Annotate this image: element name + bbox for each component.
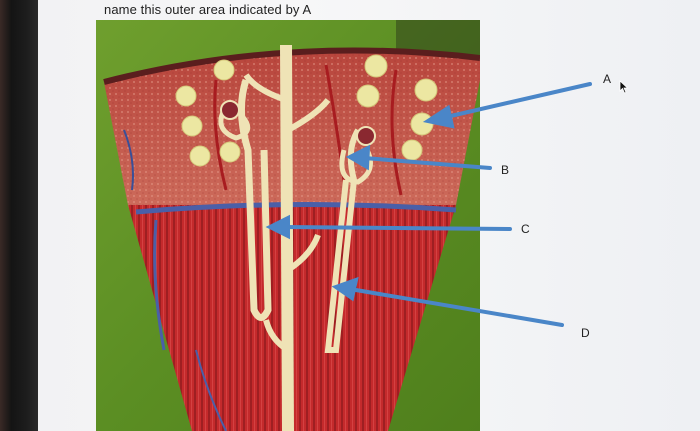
kidney-model-photo xyxy=(96,20,480,431)
label-c: C xyxy=(521,222,530,236)
label-d: D xyxy=(581,326,590,340)
label-b: B xyxy=(501,163,510,177)
question-text: name this outer area indicated by A xyxy=(104,2,312,17)
monitor-bezel xyxy=(0,0,38,431)
mouse-pointer-icon xyxy=(619,80,629,94)
label-a: A xyxy=(603,72,612,86)
